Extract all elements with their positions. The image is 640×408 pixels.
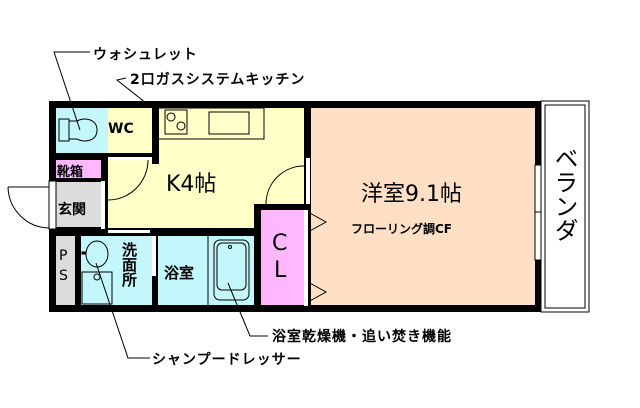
callout-bath-dryer-reheat: 浴室乾燥機・追い焚き機能 xyxy=(272,329,452,345)
room-label-wc: WC xyxy=(108,121,134,137)
room-label-washroom: 洗面所 xyxy=(120,242,138,287)
callout-leader-lines xyxy=(53,51,268,359)
room-label-closet-l: L xyxy=(274,258,287,283)
shoe-box xyxy=(56,160,101,178)
toilet-icon xyxy=(58,118,98,142)
room-label-western-room: 洋室9.1帖 xyxy=(361,182,462,207)
kitchen-counter xyxy=(157,107,265,140)
room-label-ps-p: P xyxy=(59,248,68,264)
washroom xyxy=(81,236,152,305)
room-label-balcony: ベランダ xyxy=(550,146,578,242)
ps-shaft xyxy=(56,236,75,305)
wc-kitchen-wall xyxy=(152,108,159,164)
bathtub-icon xyxy=(213,239,250,301)
callout-washlet: ウォシュレット xyxy=(93,47,198,63)
room-label-closet-c: C xyxy=(272,231,288,256)
western-room xyxy=(311,108,535,305)
room-label-entrance: 玄関 xyxy=(58,202,86,218)
closet xyxy=(261,208,304,305)
bathroom xyxy=(158,236,254,305)
room-label-flooring: フローリング調CF xyxy=(351,222,453,236)
room-label-kitchen: K4帖 xyxy=(166,172,217,197)
callout-gas-system-kitchen: 2口ガスシステムキッチン xyxy=(130,72,306,88)
wc-bottom-wall xyxy=(56,153,159,157)
room-label-bathroom: 浴室 xyxy=(164,264,195,282)
room-label-ps-s: S xyxy=(59,268,68,284)
room-label-shoe-box: 靴箱 xyxy=(57,165,84,180)
entrance xyxy=(56,182,101,227)
callout-shampoo-dresser: シャンプードレッサー xyxy=(152,352,302,368)
